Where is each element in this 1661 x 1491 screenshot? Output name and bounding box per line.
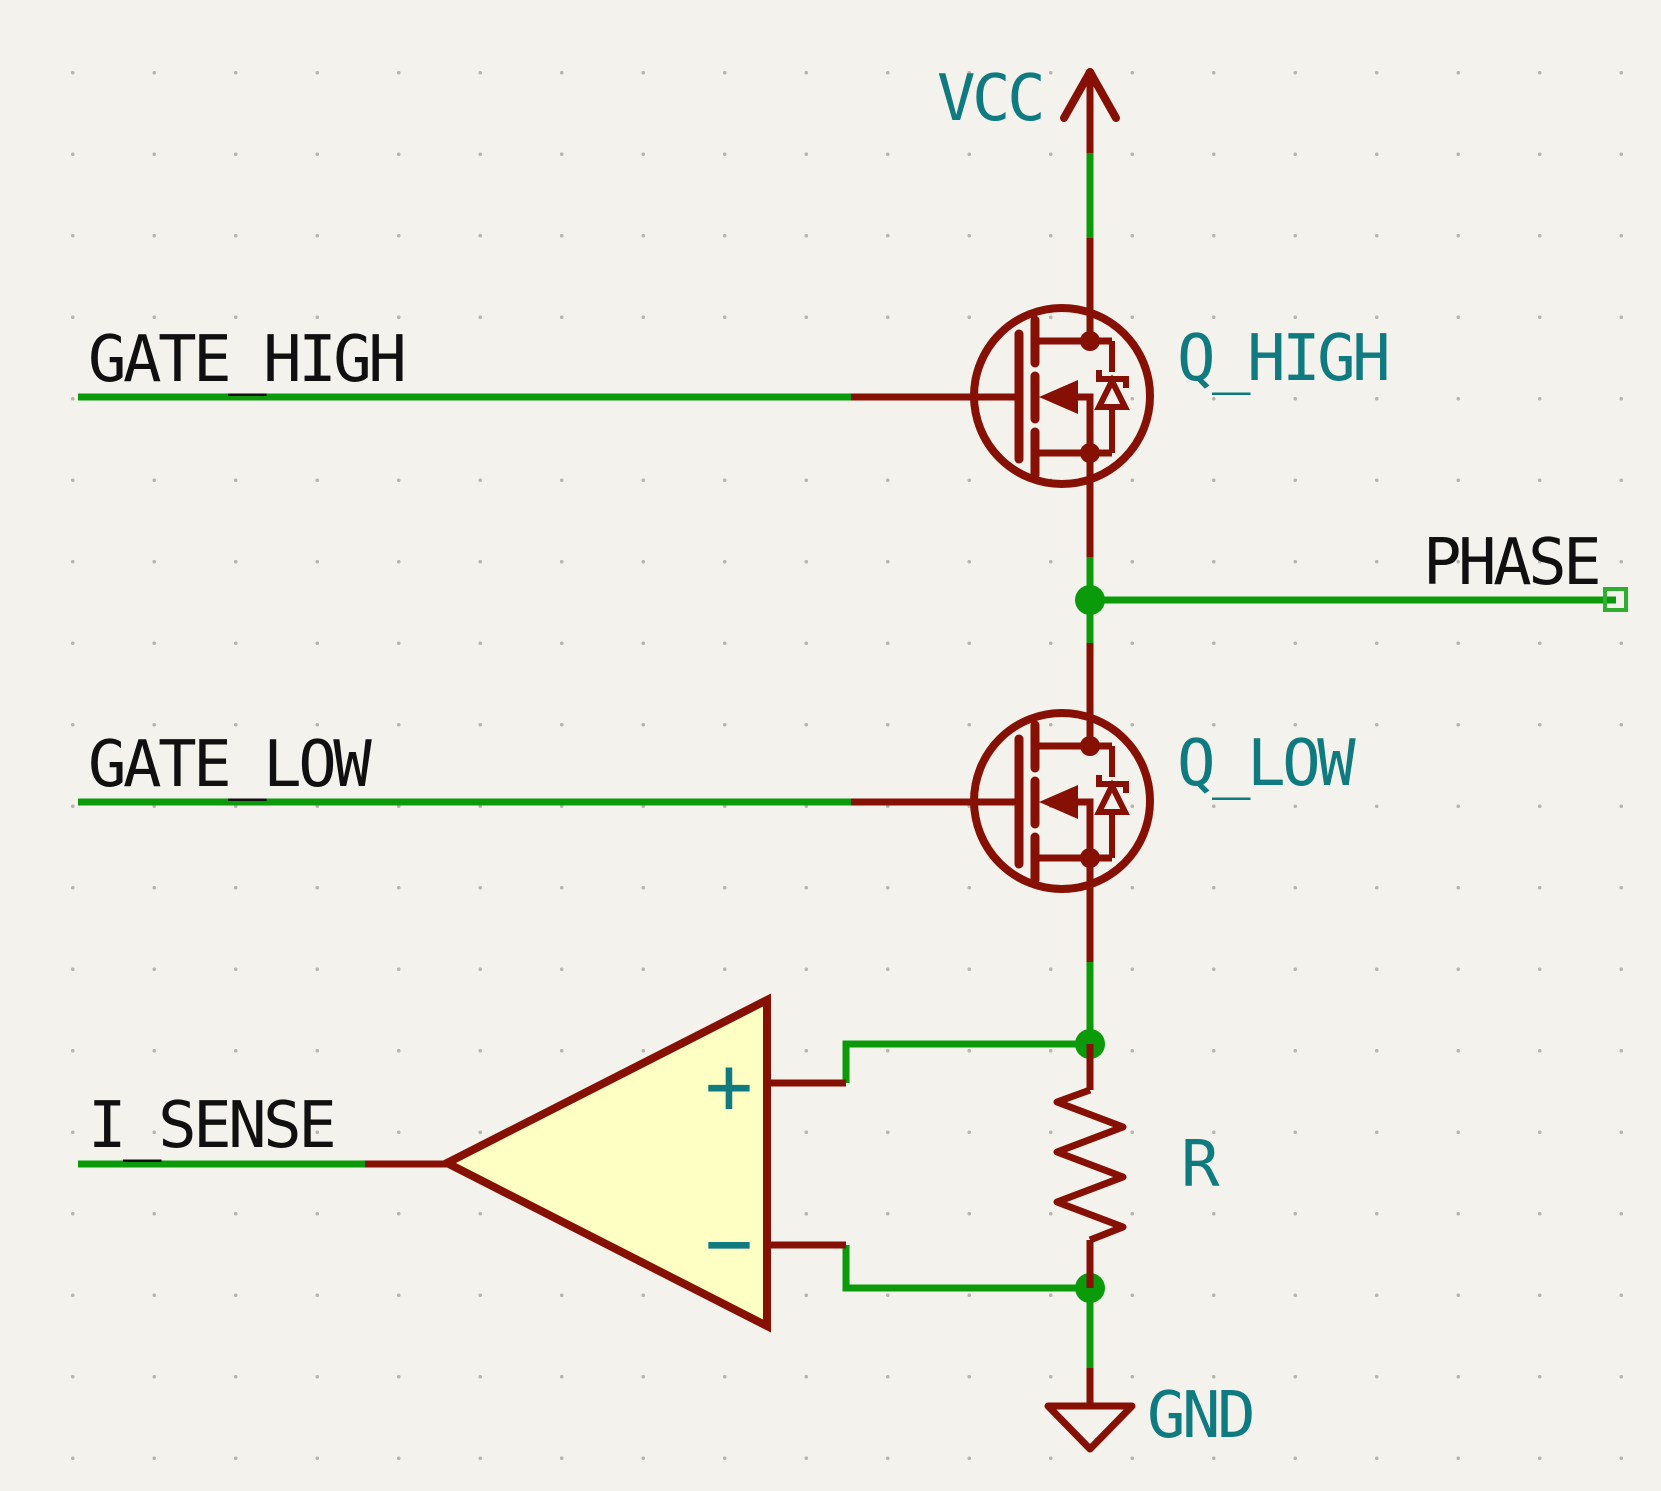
net-label-i-sense[interactable]: I_SENSE [88, 1089, 337, 1163]
comparator-symbol[interactable]: + − [365, 993, 846, 1333]
q-low-ref[interactable]: Q_LOW [1177, 727, 1360, 801]
label-anchor-square [1603, 587, 1628, 612]
vcc-power-symbol[interactable]: VCC [937, 62, 1120, 153]
q-high-symbol[interactable]: Q_HIGH [851, 238, 1391, 557]
q-high-ref[interactable]: Q_HIGH [1177, 322, 1391, 396]
gnd-triangle-icon [1044, 1402, 1136, 1453]
junction-dot-phase[interactable] [1075, 585, 1105, 615]
wire-minus-input[interactable] [842, 1245, 1090, 1292]
net-label-phase[interactable]: PHASE [1423, 526, 1602, 600]
plus-input-marker: + [705, 1040, 753, 1133]
opamp-triangle [438, 993, 771, 1333]
gnd-label: GND [1147, 1379, 1252, 1453]
resistor-ref[interactable]: R [1181, 1128, 1224, 1202]
resistor-symbol[interactable]: R [1053, 1044, 1224, 1288]
wire-plus-input[interactable] [842, 1040, 1090, 1083]
minus-input-marker: − [705, 1197, 753, 1290]
q-low-symbol[interactable]: Q_LOW [851, 643, 1360, 962]
vcc-arrow-icon [1060, 68, 1120, 122]
net-label-gate-high[interactable]: GATE_HIGH [88, 323, 407, 397]
net-label-gate-low[interactable]: GATE_LOW [88, 728, 376, 802]
resistor-zigzag [1053, 1086, 1127, 1244]
gnd-power-symbol[interactable]: GND [1044, 1368, 1256, 1453]
vcc-label: VCC [937, 62, 1042, 136]
